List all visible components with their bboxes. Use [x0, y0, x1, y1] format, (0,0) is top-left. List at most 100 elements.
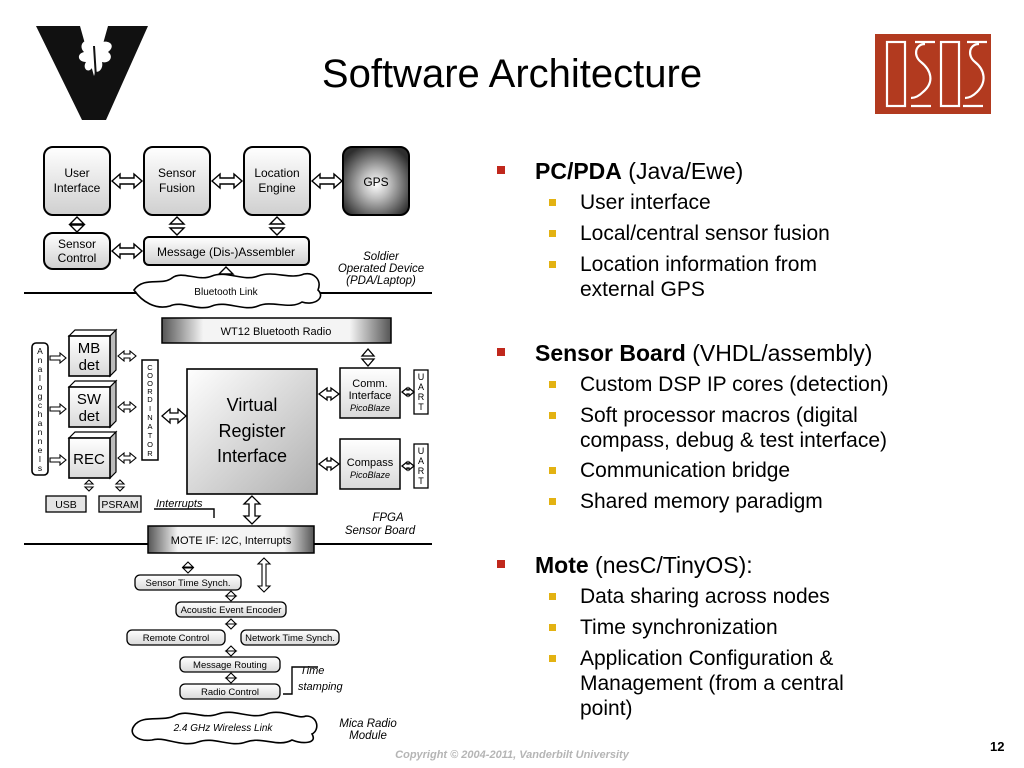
svg-text:l: l [39, 454, 41, 464]
sub-bullet-text: Data sharing across nodes [580, 585, 830, 608]
bullet-head: Sensor Board [535, 340, 686, 366]
gps-box: GPS [342, 146, 410, 216]
svg-text:Sensor: Sensor [58, 237, 96, 251]
sub-bullet-text: Communication bridge [580, 459, 791, 482]
sub-bullet-continuation: Management (from a central [497, 671, 997, 696]
sub-bullet-marker [549, 412, 556, 419]
bullet-mote: Mote (nesC/TinyOS): [497, 552, 997, 579]
svg-text:A: A [37, 346, 43, 356]
svg-text:n: n [38, 427, 43, 437]
mb-det-box: MB det [67, 328, 118, 378]
sub-bullet-marker [549, 498, 556, 505]
svg-text:Register: Register [218, 421, 285, 441]
pc-caption-line2: Operated Device [338, 263, 424, 275]
mote-caption-line1: Mica Radio [339, 718, 397, 730]
svg-text:C: C [147, 363, 153, 372]
copyright-footer: Copyright © 2004-2011, Vanderbilt Univer… [395, 749, 629, 761]
svg-text:REC: REC [73, 451, 105, 468]
sub-bullet: Time synchronization [497, 615, 997, 640]
bullet-sensor-board: Sensor Board (VHDL/assembly) [497, 340, 997, 367]
acoustic-encoder-box: Acoustic Event Encoder [175, 601, 287, 618]
svg-text:R: R [418, 392, 425, 402]
bullet-tail: (Java/Ewe) [621, 158, 744, 184]
svg-text:MOTE IF: I2C, Interrupts: MOTE IF: I2C, Interrupts [171, 535, 292, 547]
svg-text:Control: Control [58, 251, 97, 265]
time-stamping-line2: stamping [298, 681, 344, 693]
sub-bullet-marker [549, 593, 556, 600]
pc-caption-line3: (PDA/Laptop) [346, 275, 416, 287]
svg-text:MB: MB [78, 340, 101, 357]
sub-bullet: Application Configuration & [497, 646, 997, 671]
svg-text:Fusion: Fusion [159, 181, 195, 195]
sub-bullet: User interface [497, 190, 997, 215]
vri-comm-arrows [242, 348, 416, 525]
sub-bullet-marker [549, 467, 556, 474]
svg-text:Interface: Interface [54, 181, 101, 195]
time-stamping-bracket [283, 666, 318, 695]
svg-text:T: T [418, 476, 424, 486]
svg-text:USB: USB [55, 499, 77, 511]
svg-text:WT12 Bluetooth Radio: WT12 Bluetooth Radio [221, 326, 332, 338]
sub-bullet: Soft processor macros (digital [497, 403, 997, 428]
bullet-pc-pda: PC/PDA (Java/Ewe) [497, 158, 997, 185]
svg-text:R: R [147, 449, 153, 458]
svg-text:A: A [418, 382, 424, 392]
sub-bullet-text: Location information from [580, 253, 817, 276]
sub-bullet: Local/central sensor fusion [497, 221, 997, 246]
pc-caption-line1: Soldier [363, 251, 400, 263]
bt-radio-bar: WT12 Bluetooth Radio [161, 317, 392, 344]
sub-bullet-text: Application Configuration & [580, 647, 834, 670]
radio-control-box: Radio Control [179, 683, 281, 700]
svg-text:PicoBlaze: PicoBlaze [350, 403, 390, 413]
svg-text:U: U [418, 446, 425, 456]
mote-if-bar: MOTE IF: I2C, Interrupts [147, 525, 315, 554]
svg-text:U: U [418, 372, 425, 382]
uart-box-1: U A R T [413, 369, 429, 415]
pc-arrows [68, 172, 344, 285]
svg-text:User: User [64, 166, 89, 180]
interrupts-label: Interrupts [156, 498, 203, 510]
svg-text:SW: SW [77, 391, 102, 408]
sub-bullet-marker [549, 261, 556, 268]
svg-text:a: a [38, 364, 43, 374]
architecture-diagram: User Interface Sensor Fusion Location En… [24, 146, 432, 745]
svg-text:T: T [148, 431, 153, 440]
sub-bullet-text: compass, debug & test interface) [580, 429, 887, 452]
remote-control-box: Remote Control [126, 629, 226, 646]
svg-text:a: a [38, 418, 43, 428]
sub-bullet-continuation: external GPS [497, 277, 997, 302]
svg-text:PSRAM: PSRAM [101, 499, 138, 511]
svg-text:D: D [147, 395, 153, 404]
sensor-fusion-box: Sensor Fusion [143, 146, 211, 216]
svg-text:O: O [147, 379, 153, 388]
psram-box: PSRAM [98, 495, 142, 513]
sub-bullet: Communication bridge [497, 458, 997, 483]
svg-text:2.4 GHz Wireless Link: 2.4 GHz Wireless Link [173, 723, 274, 734]
svg-text:h: h [38, 409, 43, 419]
svg-text:s: s [38, 463, 42, 473]
vanderbilt-logo [36, 26, 148, 120]
sub-bullet-text: Management (from a central [580, 672, 844, 695]
interrupts-line [154, 508, 215, 518]
message-assembler-box: Message (Dis-)Assembler [143, 236, 310, 266]
svg-text:N: N [147, 413, 152, 422]
svg-text:Compass: Compass [347, 457, 394, 469]
location-engine-box: Location Engine [243, 146, 311, 216]
mote-caption-line2: Module [349, 730, 387, 742]
rec-box: REC [67, 430, 118, 480]
sub-bullet: Data sharing across nodes [497, 584, 997, 609]
sub-bullet-text: Time synchronization [580, 616, 778, 639]
svg-text:I: I [149, 404, 151, 413]
mote-arrows [181, 557, 272, 684]
svg-text:T: T [418, 402, 424, 412]
comm-interface-box: Comm. Interface PicoBlaze [339, 367, 401, 419]
analog-channels-column: A n a l o g c h a n n e l s [31, 342, 49, 476]
sub-bullet-marker [549, 381, 556, 388]
svg-text:O: O [147, 371, 153, 380]
fpga-caption-line1: FPGA [372, 512, 404, 524]
svg-text:Remote Control: Remote Control [143, 633, 210, 644]
bullet-tail: (VHDL/assembly) [685, 340, 873, 366]
svg-text:A: A [147, 422, 152, 431]
wireless-link-cloud: 2.4 GHz Wireless Link [131, 711, 318, 745]
sub-bullet-text: Soft processor macros (digital [580, 404, 858, 427]
